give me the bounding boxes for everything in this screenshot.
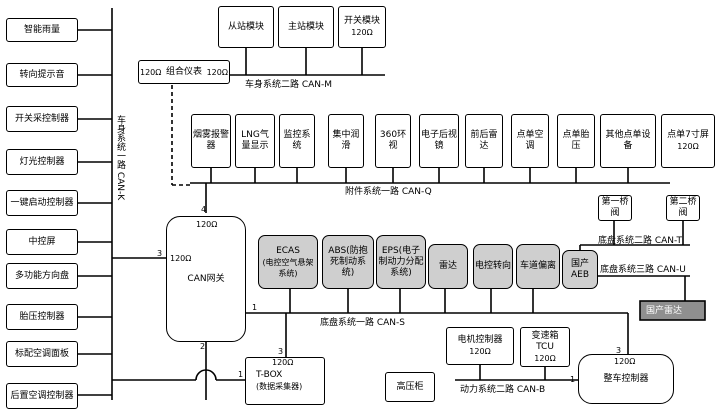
vcu-resistor: 120Ω: [614, 357, 636, 366]
gateway-pin-4: 4: [201, 205, 207, 214]
can-gateway: CAN网关: [166, 216, 246, 342]
tbox-pin-1: 1: [238, 370, 244, 379]
cluster-label: 组合仪表: [165, 66, 202, 77]
tcu-label: 变速箱 TCU: [531, 330, 559, 352]
can-k-label: 车身系统一路 CAN-K: [115, 115, 125, 201]
gateway-pin-1: 1: [252, 303, 258, 312]
left-node: 中控屏: [6, 229, 78, 255]
cluster-resistor-right: 120Ω: [206, 67, 228, 77]
left-node: 转向提示音: [6, 63, 78, 87]
can-m-label: 车身系统二路 CAN-M: [245, 80, 333, 90]
motor-resistor: 120Ω: [469, 347, 491, 356]
accessory-module: 前后雷达: [465, 114, 503, 168]
left-node: 多功能方向盘: [6, 263, 78, 289]
tcu: 变速箱 TCU 120Ω: [520, 327, 570, 367]
vcu-pin-3: 3: [616, 346, 622, 355]
left-node: 灯光控制器: [6, 149, 78, 175]
accessory-module: 其他点单设备: [600, 114, 656, 168]
can-u-label: 底盘系统三路 CAN-U: [600, 265, 686, 275]
gateway-resistor-top: 120Ω: [196, 220, 218, 229]
chassis-lane: 车道偏离: [516, 244, 560, 289]
gateway-pin-3: 3: [157, 249, 163, 258]
master-module: 主站模块: [278, 6, 334, 48]
vehicle-controller: 整车控制器: [578, 354, 674, 404]
accessory-module: 电子后视镜: [419, 114, 459, 168]
can-t-label: 底盘系统二路 CAN-T: [598, 236, 682, 246]
gateway-resistor-left: 120Ω: [170, 254, 192, 263]
left-node: 胎压控制器: [6, 304, 78, 330]
domestic-radar-label: 国产雷达: [646, 306, 683, 316]
valve-first-axle: 第一桥阀: [598, 195, 632, 221]
tcu-resistor: 120Ω: [534, 353, 556, 363]
accessory-module: 点单空调: [511, 114, 549, 168]
cluster-resistor-left: 120Ω: [140, 67, 162, 77]
accessory-module: 监控系统: [279, 114, 315, 168]
ecas-sub: (电控空气悬架系统): [262, 257, 314, 278]
valve-second-axle: 第二桥阀: [666, 195, 700, 221]
tbox-resistor: 120Ω: [272, 358, 294, 367]
left-node: 一键启动控制器: [6, 190, 78, 216]
can-bus-topology-diagram: [78, 8, 706, 400]
accessory-module-screen: 点单7寸屏 120Ω: [661, 114, 715, 168]
tbox: T-BOX (数据采集器): [245, 357, 325, 405]
accessory-module: 集中润滑: [328, 114, 364, 168]
chassis-eps: EPS(电子制动力分配系统): [376, 235, 426, 289]
left-node: 智能雨量: [6, 18, 78, 42]
can-q-label: 附件系统一路 CAN-Q: [345, 187, 432, 197]
motor-label: 电机控制器: [457, 335, 503, 345]
switch-module-label: 开关模块: [343, 16, 380, 26]
chassis-radar: 雷达: [428, 244, 468, 289]
motor-controller: 电机控制器 120Ω: [446, 327, 514, 365]
chassis-aeb: 国产AEB: [562, 250, 598, 289]
instrument-cluster: 120Ω 组合仪表 120Ω: [138, 60, 230, 84]
chassis-abs: ABS(防抱死制动系统): [322, 235, 374, 289]
chassis-steering: 电控转向: [473, 244, 513, 289]
left-node: 后置空调控制器: [6, 383, 78, 409]
switch-module: 开关模块 120Ω: [338, 6, 386, 48]
can-s-label: 底盘系统一路 CAN-S: [320, 318, 405, 328]
high-voltage-cabinet: 高压柜: [385, 372, 435, 402]
ecas-label: ECAS: [276, 245, 300, 256]
accessory-module: LNG气量显示: [235, 114, 275, 168]
vcu-pin-1: 1: [570, 375, 576, 384]
left-node: 标配空调面板: [6, 341, 78, 367]
tbox-sub: (数据采集器): [256, 382, 303, 391]
tbox-pin-3: 3: [278, 347, 284, 356]
chassis-ecas: ECAS (电控空气悬架系统): [258, 235, 318, 289]
screen-label: 点单7寸屏: [667, 130, 709, 140]
accessory-module: 点单胎压: [557, 114, 595, 168]
slave-module: 从站模块: [218, 6, 274, 48]
can-b-label: 动力系统二路 CAN-B: [460, 385, 546, 395]
screen-resistor: 120Ω: [677, 142, 699, 151]
switch-module-resistor: 120Ω: [351, 28, 373, 37]
left-node: 开关采控制器: [6, 106, 78, 132]
gateway-pin-2: 2: [200, 342, 206, 351]
accessory-module: 烟雾报警器: [191, 114, 231, 168]
accessory-module: 360环视: [375, 114, 411, 168]
tbox-label: T-BOX: [256, 370, 283, 380]
